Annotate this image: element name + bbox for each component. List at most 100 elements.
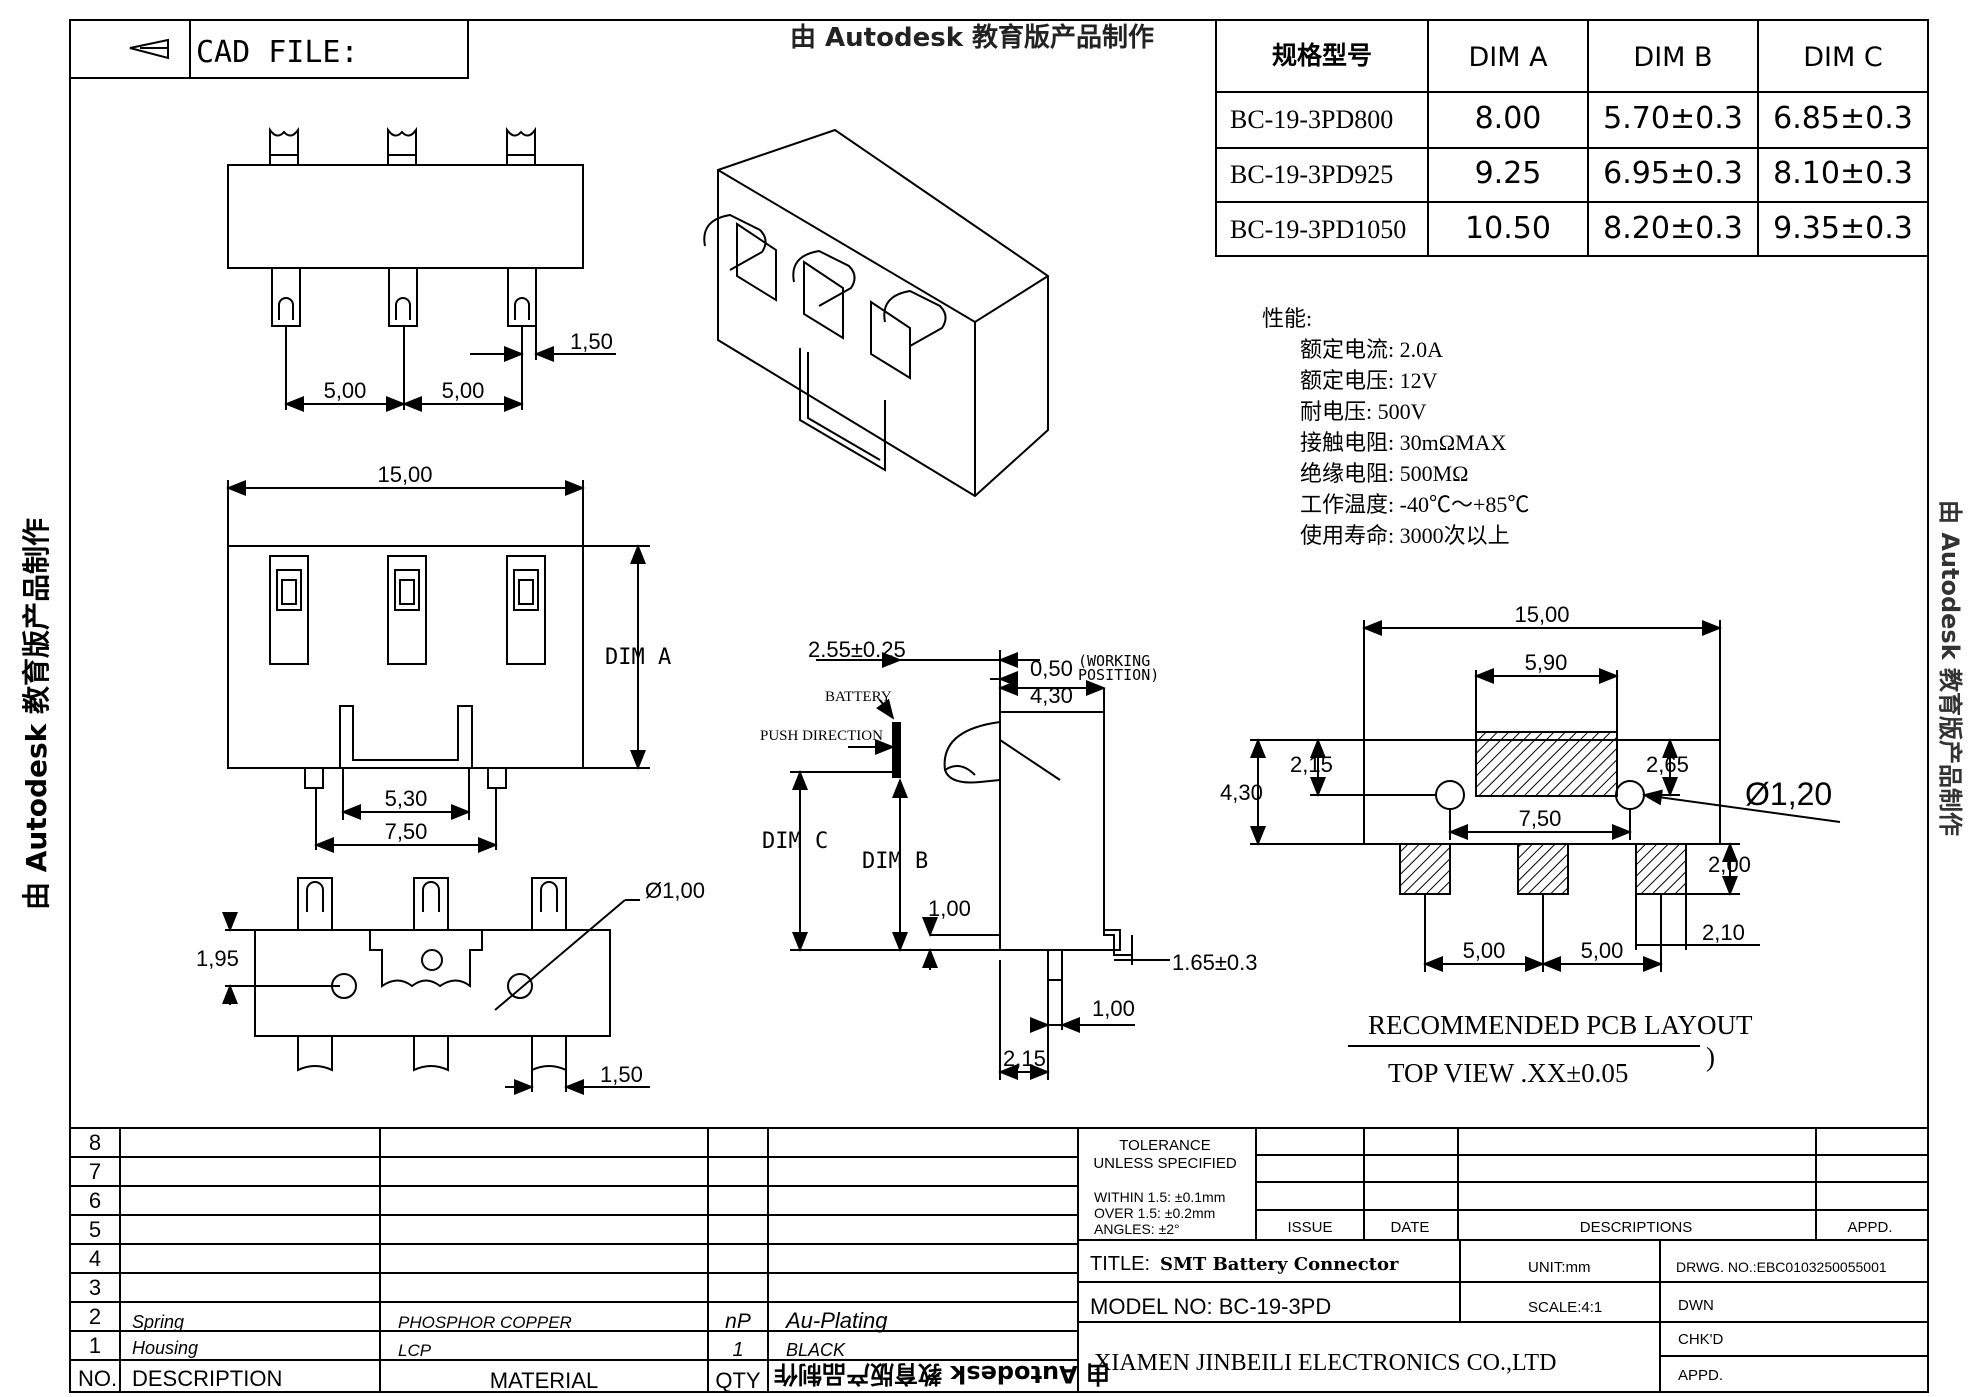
dim-tail-2: 1,00 bbox=[1092, 996, 1135, 1021]
table-cell: BC-19-3PD800 bbox=[1230, 105, 1393, 134]
tolerance-within: WITHIN 1.5: ±0.1mm bbox=[1094, 1189, 1225, 1205]
dim-width: 15,00 bbox=[377, 462, 432, 487]
table-header: DIM A bbox=[1468, 42, 1548, 73]
dim-b-label: DIM B bbox=[862, 849, 928, 874]
isometric-view bbox=[703, 128, 1049, 498]
dim-c-label: DIM C bbox=[762, 829, 828, 854]
bom: 8 7 6 5 4 3 2 1 Spring PHOSPHOR COPPER n… bbox=[78, 1130, 888, 1393]
performance-heading: 性能: bbox=[1262, 306, 1312, 331]
table-header: DIM B bbox=[1633, 42, 1712, 73]
header-material: MATERIAL bbox=[490, 1368, 598, 1393]
pin-pad bbox=[1635, 843, 1687, 895]
watermark-right: 由 Autodesk 教育版产品制作 bbox=[1936, 500, 1964, 836]
row-number: 2 bbox=[89, 1304, 101, 1329]
pin-bottom bbox=[271, 267, 537, 327]
push-direction-label: PUSH DIRECTION bbox=[760, 728, 883, 744]
watermark-bottom: 由 Autodesk 教育版产品制作 bbox=[774, 1360, 1110, 1388]
pcb-hole: Ø1,20 bbox=[1745, 776, 1832, 812]
dim-inner-slot: 5,30 bbox=[385, 786, 428, 811]
housing-outline bbox=[227, 164, 584, 269]
table-header: DIM C bbox=[1803, 42, 1882, 73]
row-number: 6 bbox=[89, 1188, 101, 1213]
sheet-border bbox=[69, 19, 1929, 1393]
scale-label: SCALE:4:1 bbox=[1528, 1299, 1602, 1316]
performance-item: 耐电压: 500V bbox=[1300, 399, 1427, 424]
performance-item: 额定电压: 12V bbox=[1300, 368, 1438, 393]
part-material: PHOSPHOR COPPER bbox=[398, 1313, 572, 1332]
pin-top bbox=[269, 126, 536, 165]
table-cell: 10.50 bbox=[1465, 211, 1551, 246]
dim-outer-slot: 7,50 bbox=[385, 819, 428, 844]
pcb-right-h: 2,65 bbox=[1646, 752, 1689, 777]
front-view bbox=[226, 480, 650, 853]
pcb-pad-width: 5,90 bbox=[1525, 650, 1568, 675]
table-cell: 8.10±0.3 bbox=[1773, 156, 1913, 191]
pcb-subtitle: TOP VIEW .XX±0.05 bbox=[1388, 1058, 1628, 1088]
performance-item: 绝缘电阻: 500MΩ bbox=[1300, 461, 1469, 486]
pcb-paren: ) bbox=[1706, 1042, 1715, 1072]
issue-label: ISSUE bbox=[1287, 1219, 1332, 1236]
row-number: 8 bbox=[89, 1130, 101, 1155]
dim-depth: 4,30 bbox=[1030, 683, 1073, 708]
performance-item: 额定电流: 2.0A bbox=[1300, 337, 1443, 362]
drawing-number: DRWG. NO.:EBC0103250055001 bbox=[1676, 1259, 1887, 1275]
header-qty: QTY bbox=[715, 1368, 761, 1393]
part-description: Spring bbox=[132, 1312, 184, 1332]
dim-height: 1,95 bbox=[196, 946, 239, 971]
table-header: 规格型号 bbox=[1272, 41, 1372, 70]
title-info: TOLERANCE UNLESS SPECIFIED WITHIN 1.5: ±… bbox=[1090, 1137, 1893, 1384]
top-view bbox=[227, 126, 616, 412]
pcb-left-h: 2,15 bbox=[1290, 752, 1333, 777]
table-cell: 9.25 bbox=[1475, 156, 1542, 191]
battery-label: BATTERY bbox=[825, 689, 892, 705]
descriptions-label: DESCRIPTIONS bbox=[1580, 1219, 1693, 1236]
dim-working: 0,50 bbox=[1030, 656, 1073, 681]
pcb-width: 15,00 bbox=[1514, 602, 1569, 627]
pcb-title: RECOMMENDED PCB LAYOUT bbox=[1368, 1010, 1753, 1040]
side-view bbox=[790, 650, 1170, 1080]
pcb-layout bbox=[1250, 620, 1841, 1047]
dim-foot: 1,00 bbox=[928, 896, 971, 921]
pcb-pad-w: 2,10 bbox=[1702, 920, 1745, 945]
working-note: (WORKING bbox=[1078, 652, 1150, 670]
dwn-label: DWN bbox=[1678, 1297, 1714, 1314]
pcb-pitch-1: 5,00 bbox=[1463, 938, 1506, 963]
appd-label: APPD. bbox=[1847, 1219, 1892, 1236]
center-pad bbox=[1475, 731, 1618, 797]
pin-pad bbox=[1399, 843, 1451, 895]
part-qty: nP bbox=[725, 1310, 751, 1333]
part-finish: BLACK bbox=[786, 1340, 846, 1360]
locating-hole bbox=[1435, 780, 1465, 810]
unit-label: UNIT:mm bbox=[1528, 1259, 1591, 1276]
title-label: TITLE: bbox=[1090, 1253, 1150, 1275]
dim-bottom: 2,15 bbox=[1003, 1046, 1046, 1071]
bottom-view bbox=[222, 877, 650, 1095]
part-finish: Au-Plating bbox=[784, 1308, 888, 1333]
header-no: NO. bbox=[78, 1366, 117, 1391]
row-number: 4 bbox=[89, 1246, 101, 1271]
watermark-top: 由 Autodesk 教育版产品制作 bbox=[790, 22, 1154, 53]
table-cell: 8.00 bbox=[1475, 101, 1542, 136]
housing-outline bbox=[227, 545, 584, 769]
watermark-left: 由 Autodesk 教育版产品制作 bbox=[20, 518, 53, 910]
working-note: POSITION) bbox=[1078, 666, 1159, 684]
dim-table: 规格型号 DIM A DIM B DIM C BC-19-3PD800 8.00… bbox=[1215, 19, 1929, 257]
cad-file-box: CAD FILE: bbox=[69, 19, 469, 79]
dim-pin-offset: 1,50 bbox=[570, 329, 613, 354]
date-label: DATE bbox=[1391, 1219, 1430, 1236]
part-qty: 1 bbox=[732, 1339, 743, 1361]
performance-item: 接触电阻: 30mΩMAX bbox=[1300, 430, 1507, 455]
dim-hole: Ø1,00 bbox=[645, 878, 705, 903]
pcb-pad-h: 2,00 bbox=[1708, 852, 1751, 877]
tolerance-label: UNLESS SPECIFIED bbox=[1093, 1155, 1237, 1172]
pin-pad bbox=[1517, 843, 1569, 895]
row-number: 5 bbox=[89, 1217, 101, 1242]
projection-symbol-icon bbox=[129, 38, 169, 60]
header-description: DESCRIPTION bbox=[132, 1366, 282, 1391]
pcb-hole-spacing: 7,50 bbox=[1519, 806, 1562, 831]
table-cell: 6.85±0.3 bbox=[1773, 101, 1913, 136]
appd-label-2: APPD. bbox=[1678, 1367, 1723, 1384]
company-name: XIAMEN JINBEILI ELECTRONICS CO.,LTD bbox=[1094, 1350, 1556, 1376]
table-cell: BC-19-3PD1050 bbox=[1230, 215, 1406, 244]
